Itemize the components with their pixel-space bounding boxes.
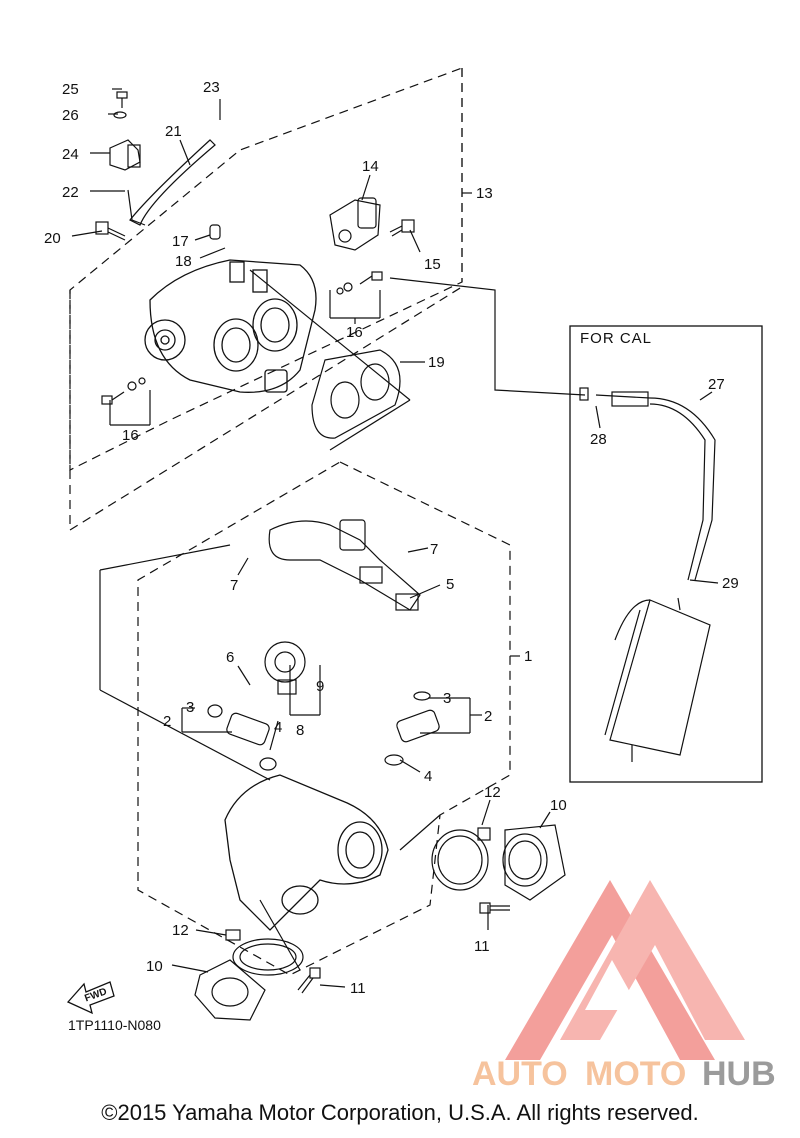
callout-12-upper: 12	[484, 784, 501, 801]
callout-21: 21	[165, 123, 182, 140]
callout-19: 19	[428, 354, 445, 371]
washer	[113, 111, 127, 119]
callout-2-left: 2	[163, 713, 171, 730]
for-cal-label: FOR CAL	[580, 330, 652, 347]
charcoal-canister	[604, 597, 711, 762]
manifold-group-outline	[137, 461, 511, 976]
callout-29: 29	[722, 575, 739, 592]
fuel-injector-right	[384, 691, 440, 766]
hose-clamp-upper	[431, 827, 491, 891]
callout-15: 15	[424, 256, 441, 273]
callout-4-right: 4	[424, 768, 432, 785]
callout-3-right: 3	[443, 690, 451, 707]
bolt-lower-right	[479, 902, 510, 914]
callout-28: 28	[590, 431, 607, 448]
bolt	[95, 221, 126, 241]
pressure-regulator	[264, 641, 306, 695]
callout-12-lower: 12	[172, 922, 189, 939]
throttle-body-gasket	[311, 349, 401, 439]
callout-8: 8	[296, 722, 304, 739]
screw-set	[101, 271, 383, 405]
watermark-moto: MOTO	[585, 1055, 686, 1093]
callout-1: 1	[524, 648, 532, 665]
map-sensor-bracket	[109, 139, 141, 171]
canister-hose	[579, 387, 716, 581]
callout-25: 25	[62, 81, 79, 98]
throttle-body	[144, 259, 317, 393]
callout-11-lower: 11	[350, 980, 366, 997]
callout-10-lower: 10	[146, 958, 163, 975]
callout-10-upper: 10	[550, 797, 567, 814]
callout-11-right: 11	[474, 938, 490, 955]
callout-2-right: 2	[484, 708, 492, 725]
sensor-bolt	[389, 219, 415, 237]
forward-arrow-icon: FWD	[66, 981, 115, 1015]
vacuum-hose	[129, 139, 216, 226]
callout-27: 27	[708, 376, 725, 393]
screw	[116, 91, 128, 108]
callout-24: 24	[62, 146, 79, 163]
callout-17: 17	[172, 233, 189, 250]
throttle-body-group-outline	[69, 67, 463, 471]
fuel-injector-left	[207, 704, 277, 771]
callout-23: 23	[203, 79, 220, 96]
callout-26: 26	[62, 107, 79, 124]
callout-3-left: 3	[186, 699, 194, 716]
fuel-rail-assembly	[268, 519, 421, 611]
bolt-lower	[297, 967, 321, 994]
callout-14: 14	[362, 158, 379, 175]
watermark-auto: AUTO	[472, 1055, 568, 1093]
callout-9: 9	[316, 678, 324, 695]
for-cal-box	[569, 325, 763, 783]
intake-joint-lower	[194, 959, 266, 1021]
throttle-position-sensor	[329, 197, 381, 251]
callout-16-upper: 16	[346, 324, 363, 341]
automotohub-logo: AUTO MOTO HUB	[472, 880, 776, 1093]
callout-20: 20	[44, 230, 61, 247]
hose-clamp-lower	[225, 929, 304, 976]
cap	[209, 224, 221, 240]
callout-5: 5	[446, 576, 454, 593]
intake-manifold	[224, 774, 389, 931]
callout-13: 13	[476, 185, 493, 202]
diagram-part-number: 1TP1110-N080	[68, 1017, 161, 1033]
callout-16-lower: 16	[122, 427, 139, 444]
intake-joint-upper	[502, 824, 566, 901]
callout-7-left: 7	[230, 577, 238, 594]
callout-6: 6	[226, 649, 234, 666]
callout-4-left: 4	[274, 719, 282, 736]
callout-7-right: 7	[430, 541, 438, 558]
watermark-hub: HUB	[702, 1055, 776, 1093]
callout-labels: 25 26 24 22 20 23 21 17 18 14 13 15 16 1…	[44, 79, 739, 997]
callout-22: 22	[62, 184, 79, 201]
callout-18: 18	[175, 253, 192, 270]
copyright-notice: ©2015 Yamaha Motor Corporation, U.S.A. A…	[101, 1100, 699, 1125]
